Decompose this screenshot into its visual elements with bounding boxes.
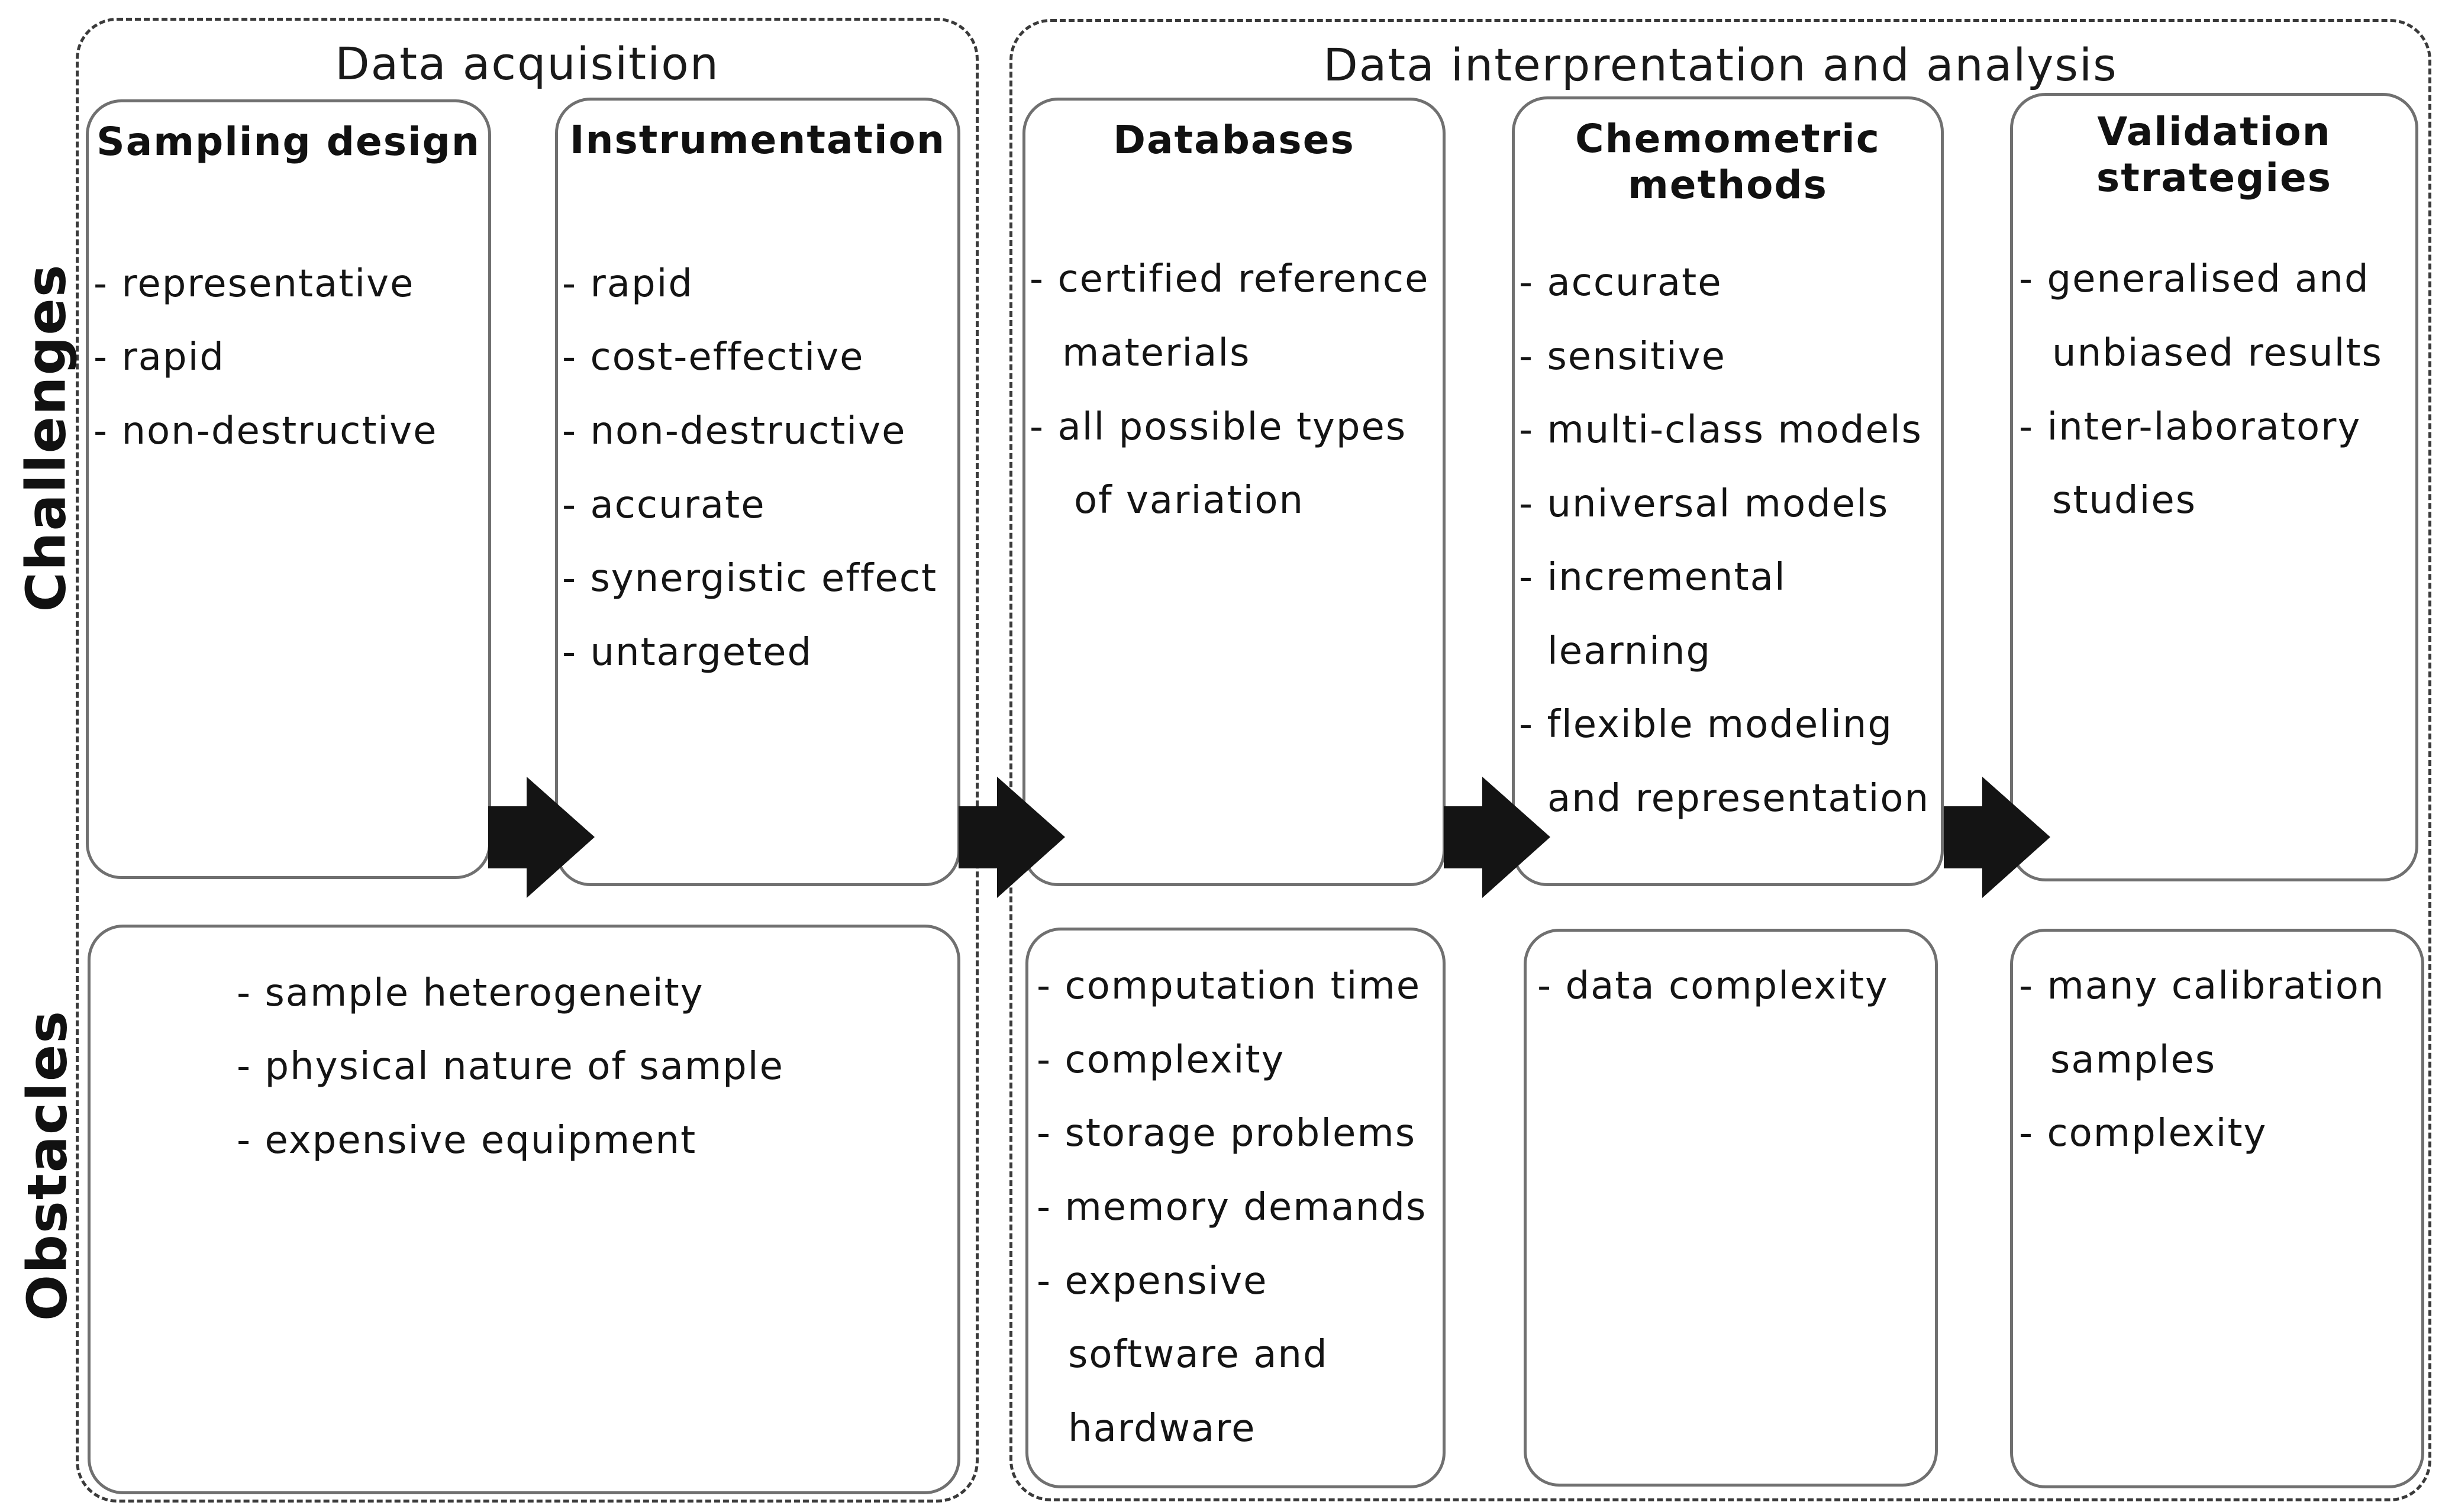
chemometric-methods-title: Chemometric methods [1515,116,1941,208]
validation-title-line-2: strategies [2096,155,2333,201]
validation-title-line-1: Validation [2097,109,2331,154]
list-item: of variation [1074,479,1305,522]
challenges-label: Challenges [14,263,78,612]
list-item: - untargeted [562,631,813,674]
chemometric-obstacles-box [1524,929,1938,1487]
list-item: hardware [1068,1407,1256,1450]
list-item: samples [2050,1038,2217,1082]
obstacles-label: Obstacles [15,1009,79,1322]
databases-box: Databases [1022,98,1446,886]
list-item: software and [1068,1333,1328,1377]
list-item: - storage problems [1037,1112,1417,1155]
list-item: - memory demands [1037,1185,1427,1229]
chemometric-methods-box: Chemometric methods [1512,96,1944,886]
databases-obstacles-box [1025,928,1446,1488]
arrow-right-icon [959,777,1065,898]
sampling-design-title: Sampling design [96,119,480,164]
list-item: studies [2052,479,2197,522]
list-item: - flexible modeling [1519,703,1893,747]
list-item: unbiased results [2052,331,2383,375]
list-item: - many calibration [2019,964,2385,1008]
list-item: - all possible types [1030,405,1407,449]
list-item: - rapid [562,262,693,306]
list-item: - computation time [1037,964,1421,1008]
list-item: - data complexity [1537,964,1889,1008]
list-item: - universal models [1519,482,1889,526]
arrow-right-icon [1444,777,1550,898]
list-item: - non-destructive [93,409,438,453]
databases-title: Databases [1113,117,1355,163]
validation-strategies-box: Validation strategies [2010,93,2418,881]
list-item: - complexity [2019,1112,2267,1155]
instrumentation-title: Instrumentation [569,117,946,163]
list-item: - inter-laboratory [2019,405,2362,449]
chemometric-title-line-1: Chemometric [1575,116,1880,161]
data-acquisition-title: Data acquisition [335,37,720,90]
list-item: - multi-class models [1519,408,1922,452]
chemometric-title-line-2: methods [1628,162,1828,208]
list-item: and representation [1547,777,1930,820]
arrow-right-icon [1944,777,2050,898]
list-item: - incremental [1519,555,1786,599]
list-item: - sample heterogeneity [237,971,704,1015]
list-item: - cost-effective [562,335,864,379]
arrow-right-icon [488,777,595,898]
list-item: - generalised and [2019,257,2370,301]
data-acquisition-group: Data acquisition [76,18,979,1503]
acquisition-obstacles-box [88,925,960,1494]
list-item: - non-destructive [562,409,907,453]
list-item: learning [1547,629,1712,673]
sampling-design-box: Sampling design [86,99,491,879]
validation-obstacles-box [2010,929,2424,1488]
list-item: - representative [93,262,415,306]
validation-strategies-title: Validation strategies [2013,109,2415,201]
list-item: - physical nature of sample [237,1045,784,1088]
data-interpretation-title: Data interprentation and analysis [1323,38,2118,91]
list-item: - rapid [93,335,225,379]
list-item: - expensive [1037,1259,1268,1303]
list-item: - accurate [1519,261,1722,305]
data-interpretation-group: Data interprentation and analysis [1009,19,2431,1501]
list-item: - certified reference [1030,257,1430,301]
list-item: - synergistic effect [562,557,938,600]
list-item: - complexity [1037,1038,1285,1082]
instrumentation-box: Instrumentation [555,98,960,886]
list-item: materials [1062,331,1251,375]
list-item: - accurate [562,483,766,527]
list-item: - sensitive [1519,335,1726,379]
list-item: - expensive equipment [237,1119,697,1162]
